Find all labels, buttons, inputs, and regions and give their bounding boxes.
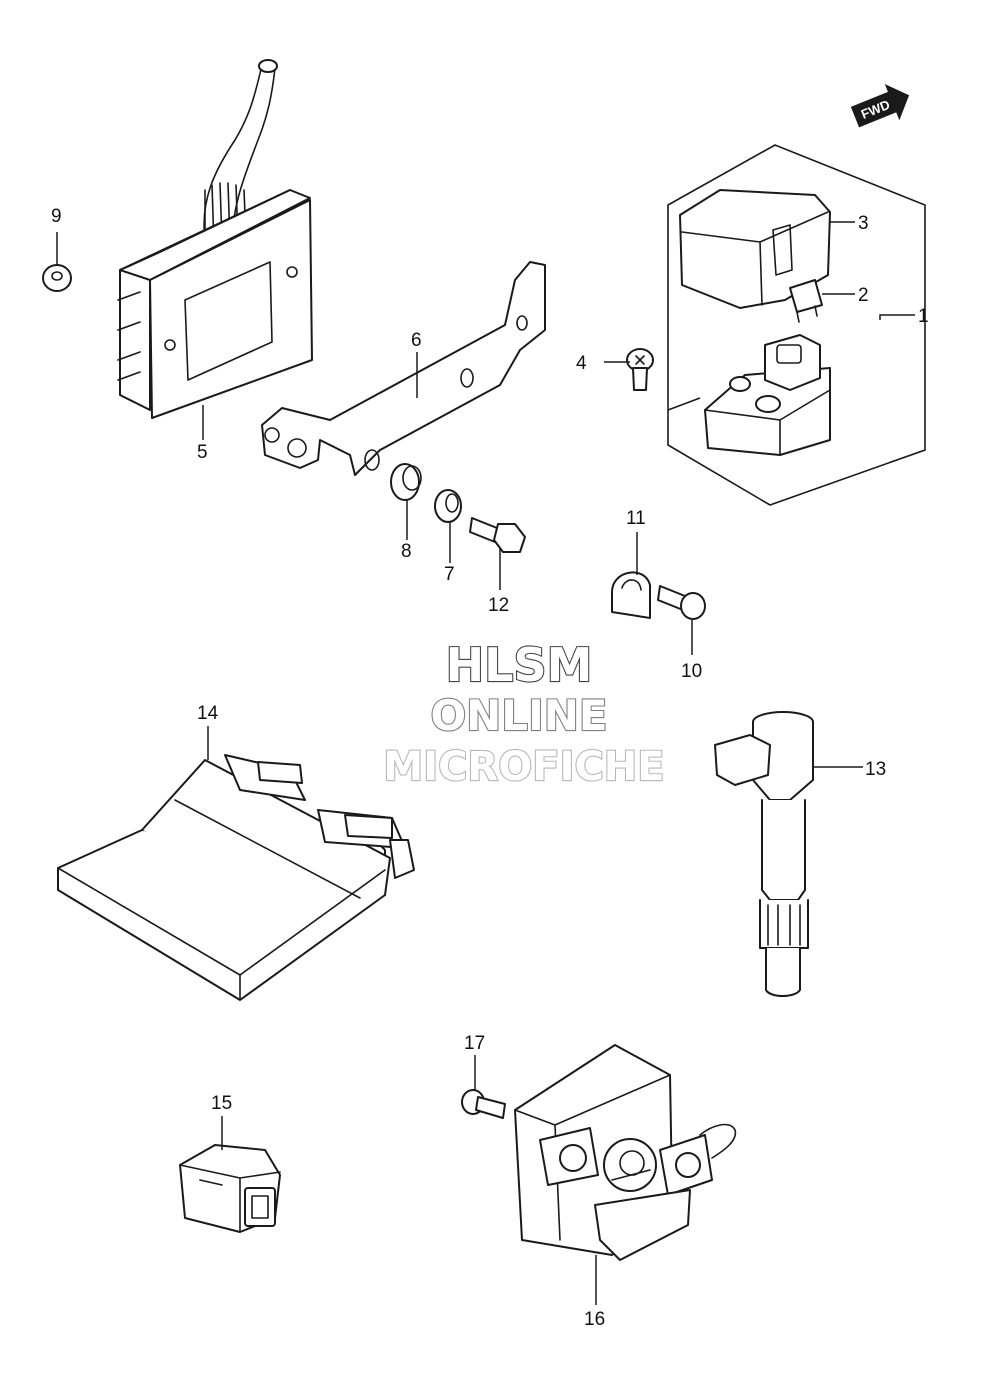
part-16-tps (514, 1044, 737, 1261)
callout-8: 8 (401, 541, 412, 562)
part-10-bolt (657, 585, 706, 620)
callout-16: 16 (584, 1309, 605, 1330)
watermark-line-3: MICROFICHE (383, 744, 664, 790)
part-13-ignition-coil (714, 711, 814, 997)
callout-15: 15 (211, 1093, 232, 1114)
callout-10: 10 (681, 661, 702, 682)
part-15-sensor (179, 1144, 281, 1233)
callout-7: 7 (444, 564, 455, 585)
callout-11: 11 (626, 508, 646, 529)
part-2-fuse (789, 279, 823, 323)
part-4-screw (626, 348, 654, 391)
watermark-line-2: ONLINE (430, 691, 607, 740)
callout-14: 14 (197, 703, 219, 724)
callout-3: 3 (858, 213, 869, 234)
part-17-bolt (461, 1089, 506, 1119)
watermark-line-1: HLSM (446, 638, 593, 692)
callout-4: 4 (576, 353, 587, 374)
callout-9: 9 (51, 206, 62, 227)
callout-17: 17 (464, 1033, 485, 1054)
watermark: HLSM ONLINE MICROFICHE (382, 637, 665, 791)
callout-6: 6 (411, 330, 422, 351)
part-5-regulator (117, 59, 313, 419)
part-9-nut (42, 264, 72, 292)
forward-arrow-icon: FWD (850, 84, 910, 128)
callout-2: 2 (858, 285, 869, 306)
part-1-starter-relay-assembly (667, 144, 926, 506)
callout-1: 1 (918, 306, 929, 327)
callout-5: 5 (197, 442, 208, 463)
part-12-bolt (469, 517, 526, 553)
callout-labels: 1 2 3 4 5 6 7 8 9 10 11 12 13 14 15 16 1… (51, 206, 929, 1330)
part-11-clamp (611, 571, 651, 619)
part-6-bracket (261, 261, 546, 476)
fwd-marker: FWD (850, 84, 910, 128)
leader-lines (56, 221, 915, 1305)
callout-13: 13 (865, 759, 886, 780)
part-3-relay-cover (679, 189, 831, 309)
part-14-ecm (57, 754, 415, 1001)
part-7-collar (434, 489, 462, 523)
part-8-grommet (390, 463, 422, 501)
callout-12: 12 (488, 595, 509, 616)
